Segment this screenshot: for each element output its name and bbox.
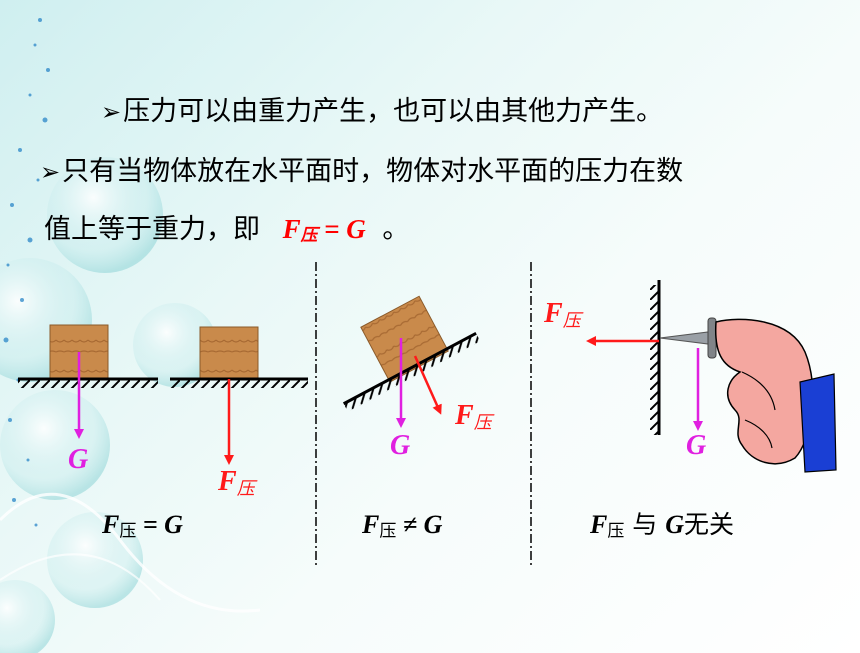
bubble [0, 580, 55, 653]
pressure-arrow [413, 355, 442, 415]
caption-not-equal: F压 ≠ G [362, 510, 443, 542]
label-f-pressure: F压 [455, 400, 492, 434]
formula: F压 = G [282, 214, 366, 245]
sparkle-dots [3, 18, 50, 527]
panel-1-pressure [170, 326, 308, 465]
swirl [0, 553, 161, 601]
bubble [47, 157, 163, 273]
bullet-arrow-icon: ➢ [40, 158, 61, 186]
bullet-line-2: ➢只有当物体放在水平面时，物体对水平面的压力在数 [40, 158, 683, 185]
caption-unrelated: F压 与 G无关 [590, 510, 735, 542]
bullet-line-2-continued: 值上等于重力，即 F压 = G 。 [44, 216, 409, 244]
period: 。 [382, 214, 410, 245]
bubble [133, 303, 217, 387]
ground-hatch [170, 380, 308, 388]
label-g: G [390, 430, 411, 461]
bubble [0, 390, 110, 500]
bullet-text: 只有当物体放在水平面时，物体对水平面的压力在数 [62, 156, 684, 187]
panel-1-gravity [18, 324, 158, 439]
bubble [47, 512, 143, 608]
label-g: G [68, 444, 89, 475]
wall-hatch [650, 285, 658, 435]
swirl [0, 492, 261, 613]
caption-equal: F压 = G [102, 510, 183, 542]
bullet-arrow-icon: ➢ [101, 98, 122, 126]
wood-block [360, 295, 449, 383]
bullet-text: 压力可以由重力产生，也可以由其他力产生。 [123, 96, 664, 127]
incline-surface [342, 332, 477, 406]
wood-block [199, 326, 259, 380]
panel-2-incline [342, 295, 481, 428]
incline-hatch [344, 334, 481, 412]
label-f-pressure: F压 [544, 298, 581, 332]
label-f-pressure: F压 [218, 466, 255, 500]
label-g: G [686, 430, 707, 461]
thumbtack-head [707, 317, 717, 359]
ground-hatch [18, 380, 158, 388]
thumbtack-icon [659, 331, 709, 345]
bullet-text: 值上等于重力，即 [44, 214, 260, 245]
hand-icon [714, 318, 814, 465]
bullet-line-1: ➢压力可以由重力产生，也可以由其他力产生。 [101, 98, 663, 125]
sleeve [799, 373, 837, 473]
panel-3-wall [586, 280, 837, 473]
